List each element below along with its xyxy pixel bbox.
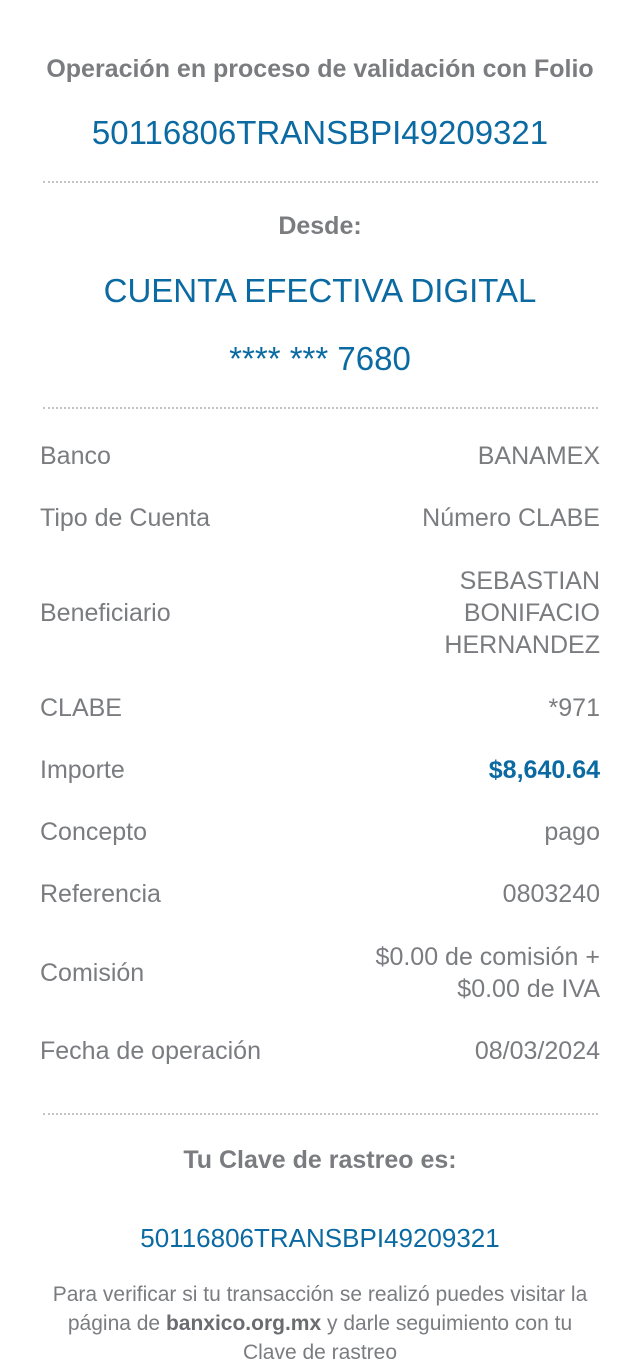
detail-value: Número CLABE bbox=[422, 504, 600, 532]
account-number: **** *** 7680 bbox=[229, 340, 411, 377]
detail-value: 08/03/2024 bbox=[474, 1037, 600, 1065]
detail-value: BANAMEX bbox=[477, 442, 600, 470]
account-name: CUENTA EFECTIVA DIGITAL bbox=[103, 272, 537, 309]
detail-label: Beneficiario bbox=[40, 598, 171, 627]
detail-row-importe: Importe $8,640.64 bbox=[40, 754, 600, 786]
detail-value: pago bbox=[544, 818, 600, 846]
detail-value: $0.00 de comisión + $0.00 de IVA bbox=[376, 941, 600, 1005]
detail-label: CLABE bbox=[40, 693, 122, 722]
divider bbox=[43, 181, 598, 183]
value-line: HERNANDEZ bbox=[444, 631, 600, 659]
operation-title: Operación en proceso de validación con F… bbox=[46, 55, 594, 83]
tracking-label: Tu Clave de rastreo es: bbox=[183, 1146, 457, 1174]
detail-label: Importe bbox=[40, 755, 125, 784]
detail-value: 0803240 bbox=[502, 880, 600, 908]
value-line: BONIFACIO bbox=[463, 599, 600, 627]
detail-label: Comisión bbox=[40, 958, 145, 987]
from-label: Desde: bbox=[278, 212, 362, 240]
value-line: $0.00 de IVA bbox=[457, 975, 600, 1003]
amount-value: $8,640.64 bbox=[488, 756, 600, 784]
detail-value: *971 bbox=[548, 694, 600, 722]
divider bbox=[43, 1113, 598, 1115]
detail-row-concepto: Concepto pago bbox=[40, 816, 600, 848]
detail-row-fecha: Fecha de operación 08/03/2024 bbox=[40, 1035, 600, 1067]
folio-number: 50116806TRANSBPI49209321 bbox=[91, 114, 549, 151]
detail-row-banco: Banco BANAMEX bbox=[40, 440, 600, 472]
value-line: SEBASTIAN bbox=[459, 567, 600, 595]
note-text: y darle seguimiento con tu Clave de rast… bbox=[242, 1312, 573, 1364]
detail-label: Tipo de Cuenta bbox=[40, 503, 211, 532]
detail-value: SEBASTIAN BONIFACIO HERNANDEZ bbox=[444, 565, 600, 661]
detail-row-comision: Comisión $0.00 de comisión + $0.00 de IVA bbox=[40, 941, 600, 1005]
detail-row-beneficiario: Beneficiario SEBASTIAN BONIFACIO HERNANDEZ bbox=[40, 565, 600, 661]
detail-row-clabe: CLABE *971 bbox=[40, 692, 600, 724]
detail-row-referencia: Referencia 0803240 bbox=[40, 878, 600, 910]
tracking-code: 50116806TRANSBPI49209321 bbox=[140, 1223, 500, 1253]
divider bbox=[43, 407, 598, 409]
detail-label: Banco bbox=[40, 441, 111, 470]
verification-note: Para verificar si tu transacción se real… bbox=[50, 1280, 590, 1367]
detail-label: Fecha de operación bbox=[40, 1036, 261, 1065]
detail-label: Referencia bbox=[40, 879, 161, 908]
detail-label: Concepto bbox=[40, 817, 148, 846]
note-text: Para verificar si tu transacción se real… bbox=[52, 1283, 588, 1335]
detail-row-tipo-cuenta: Tipo de Cuenta Número CLABE bbox=[40, 502, 600, 534]
banxico-link[interactable]: banxico.org.mx bbox=[165, 1312, 322, 1335]
value-line: $0.00 de comisión + bbox=[375, 943, 600, 971]
